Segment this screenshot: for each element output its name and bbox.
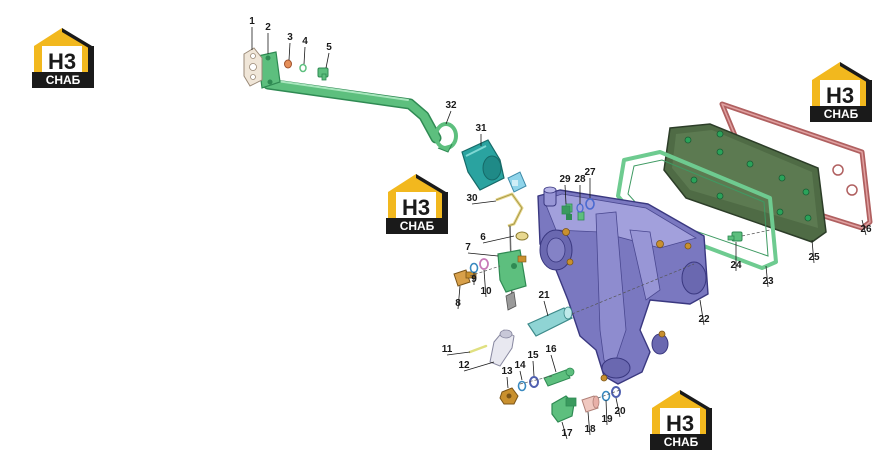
leader-line-19 (605, 399, 608, 426)
callout-number-21: 21 (538, 290, 550, 301)
clip-part (507, 171, 527, 193)
callout-number-9: 9 (471, 274, 477, 285)
callout-number-15: 15 (527, 350, 539, 361)
logo-mark-text: H3 (402, 195, 430, 220)
leader-line-32 (445, 110, 452, 125)
bolt-24 (727, 231, 743, 242)
leader-line-17 (561, 421, 568, 440)
callout-number-7: 7 (465, 242, 471, 253)
nut-13 (499, 387, 519, 405)
bolt-8 (453, 269, 477, 287)
leader-line-15 (532, 360, 535, 377)
leader-line-7 (467, 252, 499, 257)
callout-number-20: 20 (614, 406, 626, 417)
washer-4 (299, 63, 307, 73)
leader-line-23 (765, 265, 769, 288)
washer-20 (611, 386, 621, 398)
leader-line-18 (587, 411, 591, 436)
oil-pipe-2 (257, 51, 442, 144)
callout-number-3: 3 (287, 32, 293, 43)
leader-line-30 (471, 200, 497, 205)
leader-lines (251, 27, 867, 440)
leader-line-6 (482, 235, 515, 244)
leader-line-14 (519, 370, 523, 381)
logo-caption-text: СНАБ (46, 73, 81, 87)
callout-number-23: 23 (762, 276, 774, 287)
washer-14 (517, 380, 527, 392)
callout-number-24: 24 (730, 260, 742, 271)
washer-15 (529, 376, 539, 388)
ring-6 (515, 231, 529, 241)
callout-number-26: 26 (860, 224, 872, 235)
washer-3 (284, 59, 292, 69)
assembly-axis-lines (469, 229, 771, 399)
callout-number-25: 25 (808, 252, 820, 263)
leader-line-22 (699, 299, 705, 326)
logo-mark-text: H3 (48, 49, 76, 74)
callout-number-27: 27 (584, 167, 596, 178)
leader-line-26 (861, 219, 867, 236)
leader-line-20 (615, 397, 621, 418)
callout-number-22: 22 (698, 314, 710, 325)
leader-line-10 (483, 269, 487, 298)
callout-number-28: 28 (574, 174, 586, 185)
hose-sleeve-31 (461, 139, 505, 191)
logo-mark-text: H3 (826, 83, 854, 108)
leader-line-12 (463, 361, 495, 372)
logo-caption-text: СНАБ (824, 107, 859, 121)
washer-10 (479, 258, 489, 270)
callout-number-30: 30 (466, 193, 478, 204)
filter-element-21 (527, 306, 573, 337)
callout-number-8: 8 (455, 298, 461, 309)
callout-number-2: 2 (265, 22, 271, 33)
leader-line-4 (303, 46, 306, 65)
callout-number-13: 13 (501, 366, 513, 377)
leader-line-25 (811, 239, 815, 264)
leader-line-8 (457, 285, 461, 310)
callout-number-31: 31 (475, 123, 487, 134)
callout-number-19: 19 (601, 414, 613, 425)
pin-11 (468, 344, 488, 354)
callout-number-4: 4 (302, 36, 308, 47)
o-ring-27 (585, 198, 595, 210)
fitting-12 (489, 329, 515, 367)
cover-plate-25 (663, 123, 827, 243)
washer-9 (469, 262, 479, 274)
callout-number-5: 5 (326, 42, 332, 53)
callout-number-11: 11 (442, 344, 453, 355)
logo-mark-text: H3 (666, 411, 694, 436)
callout-number-16: 16 (545, 344, 557, 355)
plug-18 (581, 395, 600, 413)
bolt-5 (317, 67, 329, 81)
callout-number-12: 12 (458, 360, 470, 371)
oil-filter-housing-22 (537, 186, 709, 385)
logo-caption-text: СНАБ (400, 219, 435, 233)
leader-line-16 (550, 354, 557, 373)
bracket-7 (497, 249, 527, 293)
callout-number-6: 6 (480, 232, 486, 243)
leader-line-5 (325, 52, 330, 69)
logo-caption-text: СНАБ (664, 435, 699, 449)
leader-line-13 (506, 376, 509, 389)
bolt-16 (543, 367, 575, 387)
callout-number-17: 17 (561, 428, 573, 439)
callout-number-32: 32 (445, 100, 457, 111)
leader-line-29 (564, 184, 567, 205)
callout-number-1: 1 (249, 16, 255, 27)
leader-line-11 (446, 351, 471, 356)
fitting-17 (551, 395, 577, 423)
callout-number-10: 10 (480, 286, 492, 297)
callout-number-18: 18 (584, 424, 596, 435)
callout-number-14: 14 (514, 360, 526, 371)
callout-number-29: 29 (559, 174, 571, 185)
flange-gasket-1 (243, 47, 263, 87)
leader-line-3 (288, 42, 291, 61)
leader-line-21 (543, 300, 549, 317)
fitting-29 (561, 205, 571, 215)
